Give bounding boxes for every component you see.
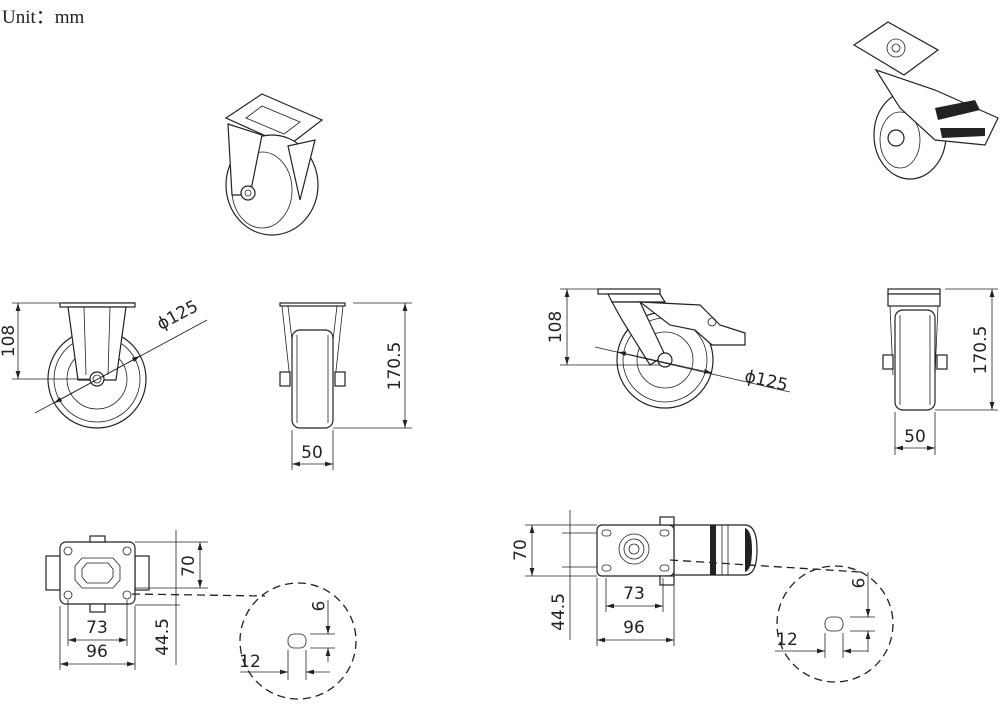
swivel-side-diameter-dim: ϕ125 bbox=[743, 366, 790, 395]
swivel-front-height-dim: 170.5 bbox=[971, 326, 991, 375]
fixed-side-height-dim: 108 bbox=[0, 325, 19, 357]
fixed-side-diameter-dim: ϕ125 bbox=[154, 297, 202, 335]
fixed-front-height-dim: 170.5 bbox=[385, 342, 405, 391]
fixed-top-plate-length-dim: 96 bbox=[86, 642, 108, 662]
fixed-caster-front-view: 170.5 50 bbox=[279, 302, 412, 470]
fixed-top-plate-width-dim: 70 bbox=[179, 555, 199, 577]
swivel-caster-top-view: 70 44.5 73 96 9 12 bbox=[511, 510, 894, 683]
swivel-side-height-dim: 108 bbox=[546, 311, 566, 343]
fixed-caster-top-view: 70 44.5 73 96 9 12 bbox=[45, 530, 357, 700]
swivel-detail-slot-width-dim: 12 bbox=[776, 630, 798, 650]
swivel-top-plate-width-dim: 70 bbox=[511, 539, 531, 561]
swivel-detail-circle bbox=[776, 565, 894, 683]
swivel-top-offset-dim: 44.5 bbox=[549, 593, 569, 631]
swivel-front-width-dim: 50 bbox=[904, 427, 926, 447]
fixed-front-width-dim: 50 bbox=[301, 443, 323, 463]
swivel-caster-front-view: 170.5 50 bbox=[882, 288, 998, 455]
swivel-caster-iso-view bbox=[852, 21, 999, 180]
fixed-caster-iso-view bbox=[224, 93, 324, 236]
fixed-detail-slot-height-dim: 9 bbox=[307, 601, 327, 612]
fixed-caster-side-view: 108 ϕ125 bbox=[0, 297, 208, 429]
swivel-caster-side-view: 108 ϕ125 bbox=[546, 288, 791, 409]
fixed-top-hole-spacing-dim: 73 bbox=[86, 618, 108, 638]
swivel-detail-slot-height-dim: 9 bbox=[847, 578, 867, 589]
fixed-top-offset-dim: 44.5 bbox=[153, 618, 173, 656]
swivel-top-hole-spacing-dim: 73 bbox=[623, 584, 645, 604]
swivel-top-plate-length-dim: 96 bbox=[623, 618, 645, 638]
unit-label: Unit：mm bbox=[2, 7, 85, 28]
fixed-detail-slot-width-dim: 12 bbox=[239, 652, 261, 672]
fixed-detail-circle bbox=[239, 582, 357, 700]
